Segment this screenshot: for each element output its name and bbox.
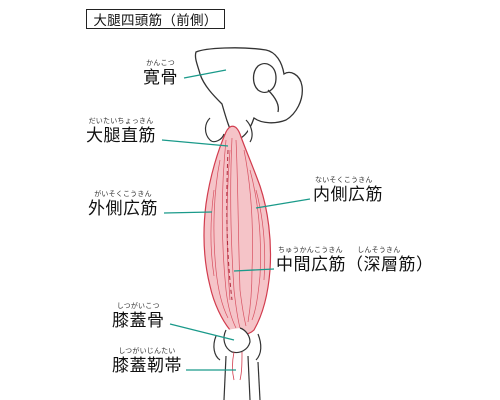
label-hip-bone: かんこつ 寛骨 (143, 60, 178, 87)
label-patella: しつがいこつ 膝蓋骨 (112, 303, 165, 330)
leader-line-patella (169, 323, 235, 341)
leader-line-hip-bone (183, 69, 227, 79)
leader-lines (161, 69, 311, 371)
label-vastus-intermedius: ちゅうかんこうきん しんそうきん 中間広筋（深層筋） (276, 247, 434, 274)
text-vastus-intermedius: 中間広筋（深層筋） (276, 255, 434, 275)
muscle-drawing (203, 125, 272, 336)
leader-line-vastus-lateralis (163, 211, 213, 214)
text-hip-bone: 寛骨 (143, 68, 178, 88)
diagram-title: 大腿四頭筋（前側） (86, 9, 225, 29)
ruby-patella: しつがいこつ (116, 302, 160, 310)
text-vastus-medialis: 内側広筋 (313, 185, 383, 205)
text-vastus-lateralis: 外側広筋 (88, 199, 158, 219)
leader-line-rectus-femoris (161, 139, 229, 147)
label-vastus-lateralis: がいそくこうきん 外側広筋 (88, 191, 158, 218)
text-patellar-ligament: 膝蓋靭帯 (112, 356, 182, 376)
leader-line-vastus-medialis (255, 198, 311, 209)
ruby-vastus-intermedius: ちゅうかんこうきん しんそうきん (278, 246, 401, 254)
text-rectus-femoris: 大腿直筋 (86, 126, 156, 146)
label-patellar-ligament: しつがいじんたい 膝蓋靭帯 (112, 348, 182, 375)
ruby-vastus-medialis: ないそくこうきん (315, 176, 373, 184)
ruby-vastus-lateralis: がいそくこうきん (94, 190, 152, 198)
label-rectus-femoris: だいたいちょっきん 大腿直筋 (86, 118, 156, 145)
leader-line-vastus-intermedius (233, 268, 275, 272)
femur-upper-drawing (204, 117, 253, 143)
ruby-patellar-ligament: しつがいじんたい (118, 347, 176, 355)
ruby-hip-bone: かんこつ (146, 59, 175, 67)
text-patella: 膝蓋骨 (112, 311, 165, 331)
ruby-rectus-femoris: だいたいちょっきん (88, 117, 154, 125)
label-vastus-medialis: ないそくこうきん 内側広筋 (313, 177, 383, 204)
knee-drawing (213, 327, 262, 400)
